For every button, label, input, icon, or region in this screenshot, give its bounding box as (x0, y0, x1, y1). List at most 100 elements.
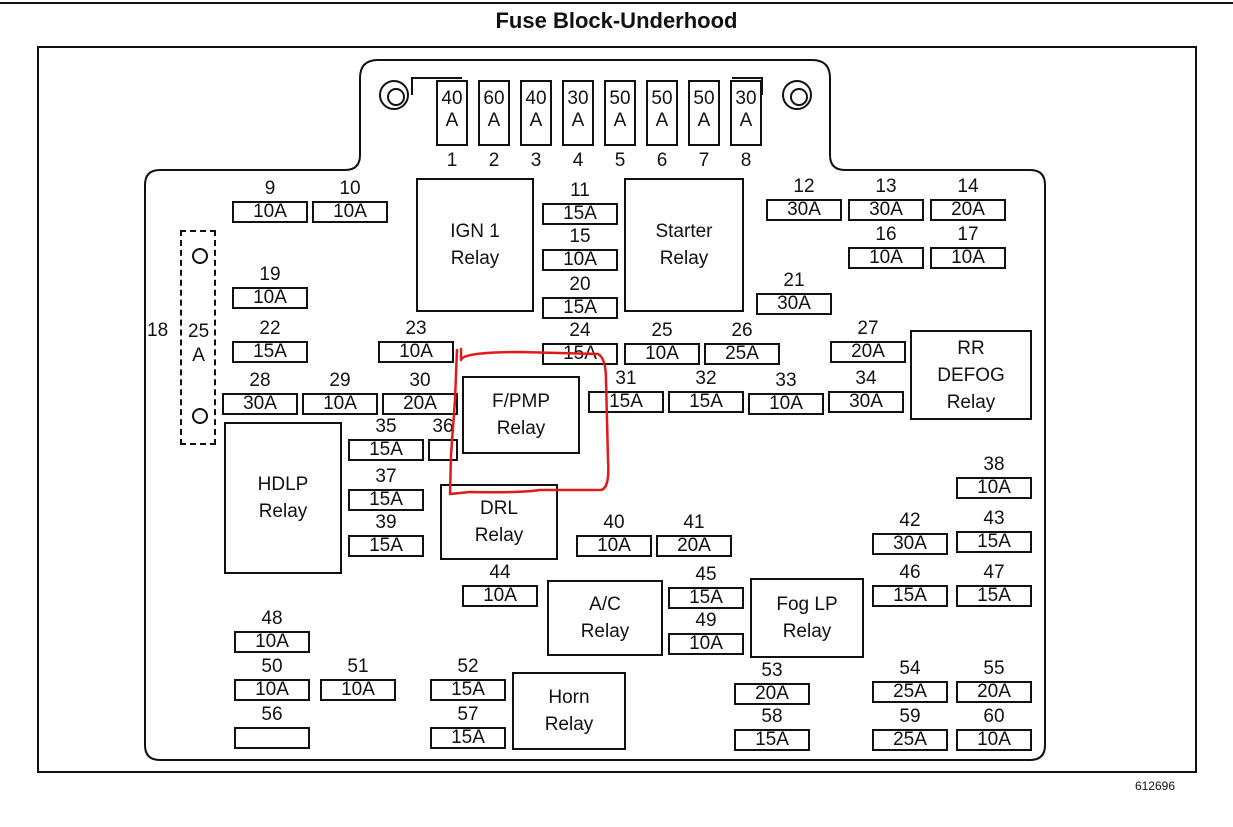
fuse-rating: 10A (232, 201, 308, 223)
fuse-rating: 10A (234, 679, 310, 701)
fuse-number: 48 (261, 608, 283, 629)
fuse-number: 56 (261, 704, 283, 725)
fuse-rating: 10A (302, 393, 378, 415)
fuse-number: 46 (899, 562, 921, 583)
fuse-rating: 20A (656, 535, 732, 557)
maxi-fuse-rating-unit: A (655, 110, 669, 131)
fuse-rating: 30A (872, 533, 948, 555)
fuse-number: 13 (875, 176, 897, 197)
fuse-rating: 15A (348, 535, 424, 557)
maxi-fuse-number-4: 4 (572, 150, 584, 171)
relay-rr-defog: RR DEFOG Relay (910, 330, 1032, 420)
fuse-number: 32 (695, 368, 717, 389)
fuse-rating: 15A (542, 297, 618, 319)
fuse-number: 26 (731, 320, 753, 341)
maxi-fuse-rating-number: 30 (735, 88, 757, 109)
maxi-fuse-rating-number: 60 (483, 88, 505, 109)
fuse-rating: 10A (956, 477, 1032, 499)
fuse-rating: 10A (748, 393, 824, 415)
bracket-left (411, 77, 462, 95)
maxi-fuse-rating-unit: A (571, 110, 585, 131)
fuse-rating: 15A (668, 587, 744, 609)
side-fuse-label: 18 (147, 320, 169, 341)
fuse-rating: 10A (232, 287, 308, 309)
fuse-number: 9 (264, 178, 276, 199)
fuse-rating: 20A (830, 341, 906, 363)
maxi-fuse-rating-unit: A (739, 110, 753, 131)
fuse-rating: 10A (462, 585, 538, 607)
diagram-title: Fuse Block-Underhood (495, 8, 738, 33)
fuse-number: 44 (489, 562, 511, 583)
fuse-rating: 10A (956, 729, 1032, 751)
fuse-number: 31 (615, 368, 637, 389)
fuse-number: 35 (375, 416, 397, 437)
maxi-fuse-rating-unit: A (529, 110, 543, 131)
fuse-number: 51 (347, 656, 369, 677)
relay-drl: DRL Relay (440, 484, 558, 560)
fuse-number: 47 (983, 562, 1005, 583)
fuse-number: 14 (957, 176, 979, 197)
diagram-frame (37, 46, 1197, 773)
fuse-rating: 10A (320, 679, 396, 701)
fuse-number: 45 (695, 564, 717, 585)
fuse-rating: 10A (312, 201, 388, 223)
fuse-number: 16 (875, 224, 897, 245)
side-fuse-rating-unit: A (192, 345, 205, 366)
maxi-fuse-rating-unit: A (487, 110, 501, 131)
fuse-number: 12 (793, 176, 815, 197)
fuse-number: 39 (375, 512, 397, 533)
fuse-number: 19 (259, 264, 281, 285)
fuse-rating: 30A (756, 293, 832, 315)
fuse-number: 24 (569, 320, 591, 341)
fuse-number: 55 (983, 658, 1005, 679)
relay-foglp: Fog LP Relay (750, 578, 864, 658)
maxi-fuse-rating-number: 40 (441, 88, 463, 109)
maxi-fuse-rating-number: 50 (693, 88, 715, 109)
fuse-number: 20 (569, 274, 591, 295)
fuse-number: 57 (457, 704, 479, 725)
fuse-number: 42 (899, 510, 921, 531)
fuse-number: 27 (857, 318, 879, 339)
fuse-rating: 20A (734, 683, 810, 705)
fuse-number: 30 (409, 370, 431, 391)
fuse-number: 59 (899, 706, 921, 727)
side-fuse-rating-number: 25 (188, 321, 210, 342)
fuse-56: 56 (234, 704, 310, 749)
fuse-rating: 15A (872, 585, 948, 607)
fuse-number: 58 (761, 706, 783, 727)
fuse-rating: 15A (956, 531, 1032, 553)
maxi-fuse-rating-number: 30 (567, 88, 589, 109)
fuse-rating: 30A (828, 391, 904, 413)
fuse-number: 60 (983, 706, 1005, 727)
relay-ign1: IGN 1 Relay (416, 178, 534, 312)
maxi-fuse-number-7: 7 (698, 150, 710, 171)
fuse-number: 17 (957, 224, 979, 245)
maxi-fuse-rating-unit: A (697, 110, 711, 131)
relay-horn: Horn Relay (512, 672, 626, 750)
